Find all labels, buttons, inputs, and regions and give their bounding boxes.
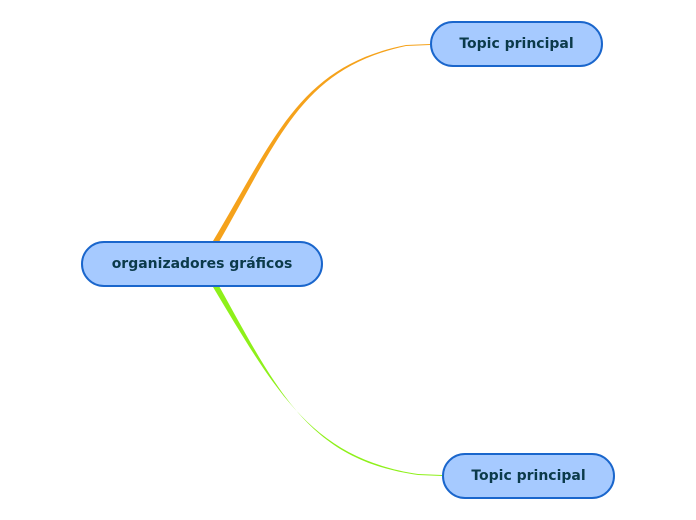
topic-node-1[interactable]: Topic principal (430, 21, 603, 67)
central-topic-node[interactable]: organizadores gráficos (81, 241, 323, 287)
connector-branch-2 (213, 286, 442, 476)
topic-label-2: Topic principal (471, 468, 586, 484)
central-topic-label: organizadores gráficos (111, 256, 293, 272)
connector-branch-1 (213, 44, 430, 242)
topic-label-1: Topic principal (459, 36, 574, 52)
topic-node-2[interactable]: Topic principal (442, 453, 615, 499)
